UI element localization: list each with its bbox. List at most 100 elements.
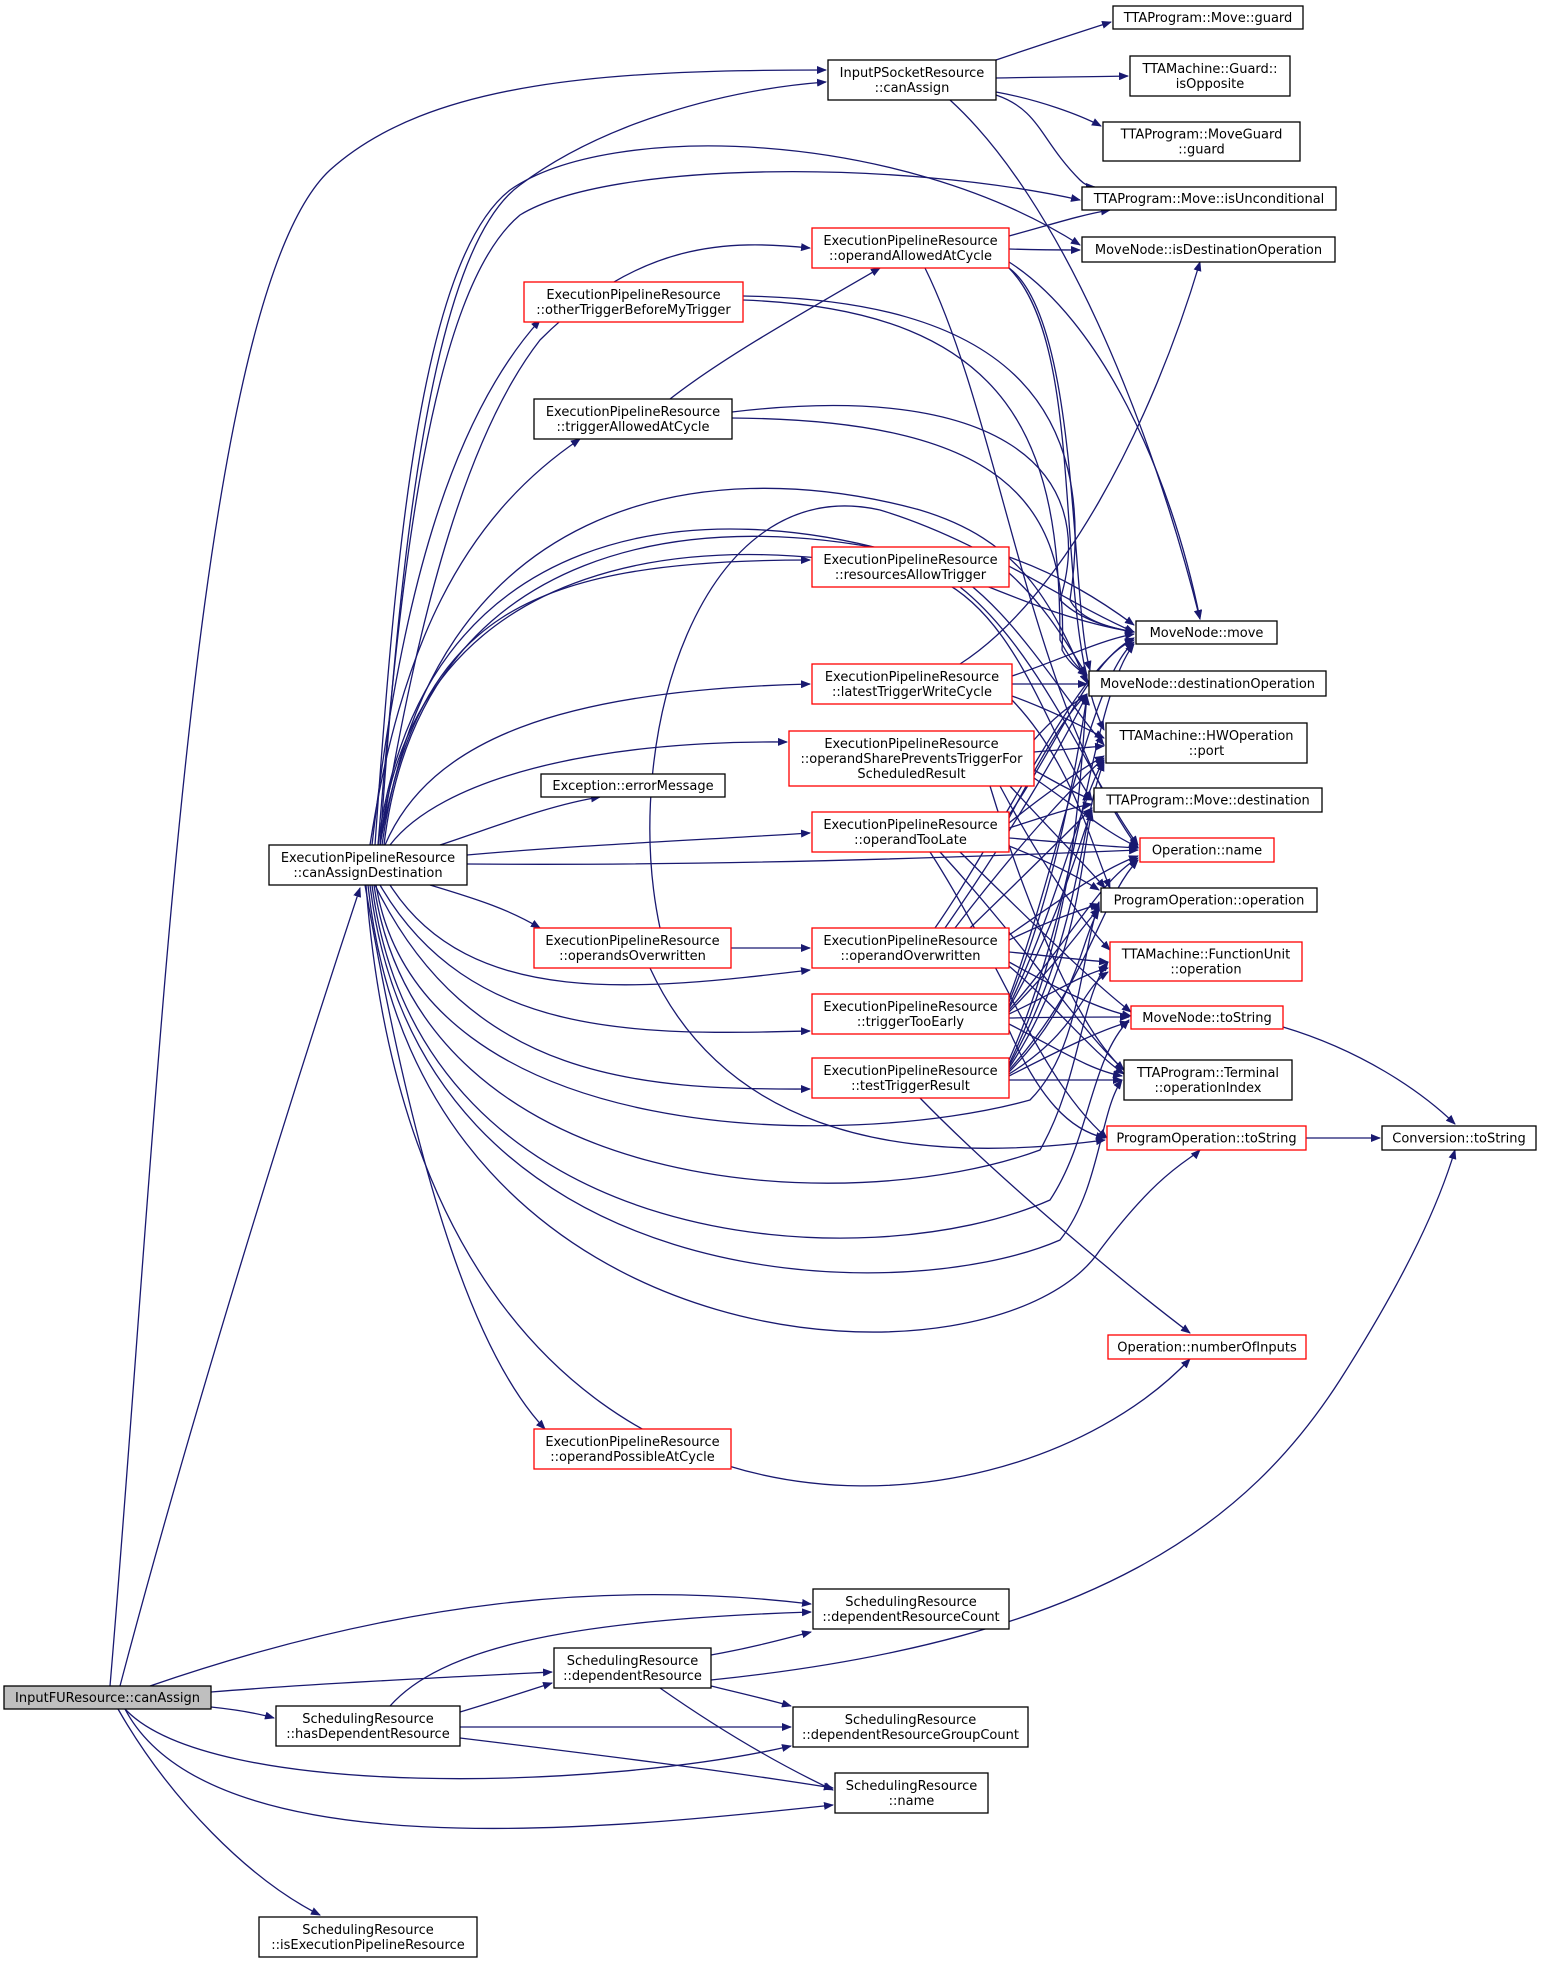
node-label-line: ::operandsOverwritten [559,949,706,964]
node-label-line: ::dependentResource [563,1669,702,1684]
node-errmsg[interactable]: Exception::errorMessage [540,773,726,798]
node-box [553,1647,712,1689]
node-box [827,59,997,101]
edge-cad-to-mntostr [371,884,1130,1239]
edge-latesttrig-to-isdestop [959,261,1202,665]
node-label-line: ExecutionPipelineResource [546,288,720,303]
node-label-line: Exception::errorMessage [552,779,713,794]
node-srname[interactable]: SchedulingResource::name [834,1772,989,1814]
node-label-line: ::operandTooLate [854,833,967,848]
node-opname[interactable]: Operation::name [1139,837,1275,863]
edge-opsoverw-to-potostr [649,967,1106,1149]
node-optoolate[interactable]: ExecutionPipelineResource::operandTooLat… [811,811,1010,853]
node-box [1381,1125,1537,1151]
edge-cad-to-mndestop [381,487,1088,846]
node-box [1129,55,1291,97]
node-movedest[interactable]: TTAProgram::Move::destination [1093,787,1323,813]
edge-depres-to-convtostr [710,1149,1457,1681]
edge-opallowed-to-mnmove [1008,261,1203,620]
node-numinputs[interactable]: Operation::numberOfInputs [1107,1334,1307,1360]
edge-opallowed-to-isuncond [1008,207,1111,237]
node-isdestop[interactable]: MoveNode::isDestinationOperation [1081,236,1336,263]
node-isopp[interactable]: TTAMachine::Guard::isOpposite [1129,55,1291,97]
node-box [523,281,744,323]
node-label-line: ExecutionPipelineResource [546,405,720,420]
edge-root-to-hasdep [210,1706,275,1720]
edge-cad-to-testtrig [374,884,811,1094]
node-opallowed[interactable]: ExecutionPipelineResource::operandAllowe… [811,227,1010,269]
node-resallow[interactable]: ExecutionPipelineResource::resourcesAllo… [811,546,1010,588]
node-mntostr[interactable]: MoveNode::toString [1130,1005,1284,1030]
edge-cad-to-isuncond [377,171,1081,846]
node-label-line: ExecutionPipelineResource [824,737,998,752]
node-termopidx[interactable]: TTAProgram::Terminal::operationIndex [1123,1059,1293,1101]
node-label-line: TTAMachine::Guard:: [1141,62,1277,77]
node-mgguard[interactable]: TTAProgram::MoveGuard::guard [1102,121,1301,162]
edge-trigearly-to-mntostr [1008,1013,1130,1022]
node-depres[interactable]: SchedulingResource::dependentResource [553,1647,712,1689]
edge-hasdep-to-srname [459,1737,834,1791]
node-latesttrig[interactable]: ExecutionPipelineResource::latestTrigger… [811,663,1013,705]
edge-testtrig-to-mndestop [1008,695,1091,1065]
node-box [1102,121,1301,162]
node-label-line: SchedulingResource [302,1712,433,1727]
node-label-line: ProgramOperation::toString [1116,1132,1296,1147]
node-label-line: ExecutionPipelineResource [823,1064,997,1079]
node-label-line: TTAMachine::HWOperation [1118,729,1293,744]
node-box [268,844,468,886]
node-isuncond[interactable]: TTAProgram::Move::isUnconditional [1081,186,1337,211]
node-moveguard[interactable]: TTAProgram::Move::guard [1112,5,1304,30]
node-label-line: ::dependentResourceGroupCount [802,1728,1019,1743]
edge-optoolate-to-movedest [1008,801,1093,829]
edge-cad-to-resallow [379,556,811,846]
node-ipsock[interactable]: InputPSocketResource::canAssign [827,59,997,101]
node-box [834,1772,989,1814]
node-othertrig[interactable]: ExecutionPipelineResource::otherTriggerB… [523,281,744,323]
edge-testtrig-to-numinputs [919,1097,1191,1334]
node-isexec[interactable]: SchedulingResource::isExecutionPipelineR… [258,1916,478,1958]
node-trigearly[interactable]: ExecutionPipelineResource::triggerTooEar… [811,993,1010,1035]
node-mndestop[interactable]: MoveNode::destinationOperation [1088,670,1327,697]
edge-mntostr-to-convtostr [1282,1026,1456,1125]
nodes-layer: InputFUResource::canAssign InputPSocketRe… [3,5,1537,1958]
edge-opshare-to-mndestop [1033,693,1088,741]
node-trigallowed[interactable]: ExecutionPipelineResource::triggerAllowe… [533,398,733,440]
node-box [792,1706,1029,1748]
node-cad[interactable]: ExecutionPipelineResource::canAssignDest… [268,844,468,886]
node-label-line: SchedulingResource [567,1654,698,1669]
node-fuop[interactable]: TTAMachine::FunctionUnit::operation [1109,941,1303,982]
node-mnmove[interactable]: MoveNode::move [1135,620,1278,645]
edge-cad-to-opoverw [389,884,811,986]
node-opsoverw[interactable]: ExecutionPipelineResource::operandsOverw… [533,927,732,969]
node-depcount[interactable]: SchedulingResource::dependentResourceCou… [812,1588,1010,1630]
node-box [811,546,1010,588]
node-progopop[interactable]: ProgramOperation::operation [1100,887,1318,913]
node-box [258,1916,478,1958]
node-label-line: TTAProgram::Terminal [1136,1066,1279,1081]
node-convtostr[interactable]: Conversion::toString [1381,1125,1537,1151]
edge-resallow-to-mnmove [1008,556,1135,626]
node-hasdep[interactable]: SchedulingResource::hasDependentResource [275,1705,461,1747]
node-opshare[interactable]: ExecutionPipelineResource::operandShareP… [788,730,1035,787]
edge-ipsock-to-isopp [995,72,1129,81]
edge-trigallowed-to-mnmove [731,404,1135,635]
edge-trigallowed-to-mndestop [731,417,1088,677]
node-testtrig[interactable]: ExecutionPipelineResource::testTriggerRe… [811,1057,1010,1099]
node-label-line: InputFUResource::canAssign [15,1691,200,1706]
edge-ipsock-to-moveguard [995,20,1112,61]
node-potostr[interactable]: ProgramOperation::toString [1106,1125,1307,1151]
node-label-line: ::latestTriggerWriteCycle [832,685,992,700]
edge-cad-to-trigearly [379,884,811,1036]
node-label-line: ProgramOperation::operation [1114,894,1305,909]
node-label-line: TTAProgram::Move::isUnconditional [1093,192,1325,207]
node-oppossible[interactable]: ExecutionPipelineResource::operandPossib… [533,1428,732,1470]
node-label-line: Operation::numberOfInputs [1117,1341,1297,1356]
node-label-line: ExecutionPipelineResource [825,670,999,685]
edge-root-to-depres [210,1668,553,1693]
node-opoverw[interactable]: ExecutionPipelineResource::operandOverwr… [811,927,1010,969]
node-depgroup[interactable]: SchedulingResource::dependentResourceGro… [792,1706,1029,1748]
edge-latesttrig-to-progopop [1011,699,1111,889]
node-label-line: ::dependentResourceCount [822,1610,999,1625]
node-hwport[interactable]: TTAMachine::HWOperation::port [1105,722,1308,764]
